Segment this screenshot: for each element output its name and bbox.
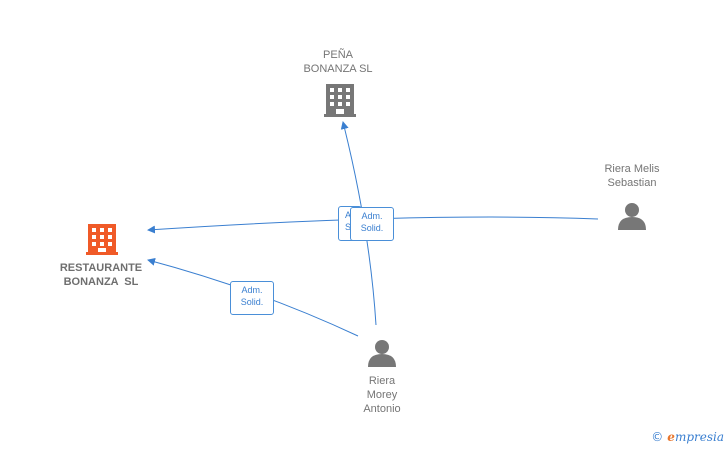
riera-morey-line3: Antonio xyxy=(363,403,401,415)
edge-badge-line1: Adm. xyxy=(241,285,263,295)
restaurante-line2: BONANZA SL xyxy=(63,276,139,288)
node-label-restaurante[interactable]: RESTAURANTE BONANZA SL xyxy=(46,261,156,289)
riera-morey-line1: Riera xyxy=(368,375,396,387)
edge-melis-to-restaurante xyxy=(147,216,599,234)
node-label-pena[interactable]: PEÑA BONANZA SL xyxy=(288,48,388,76)
building-icon-pena xyxy=(324,84,356,117)
restaurante-line1: RESTAURANTE xyxy=(59,262,143,274)
empresia-watermark: ©empresia xyxy=(651,430,724,444)
edge-badge-line2: Solid. xyxy=(360,223,384,233)
pena-line2: BONANZA SL xyxy=(303,63,373,75)
copyright-symbol: © xyxy=(651,430,664,444)
edge-badge-line1: Adm. xyxy=(361,211,383,221)
empresia-logo-initial: e xyxy=(667,430,675,444)
edge-badge-partial-line1: A xyxy=(345,210,352,220)
riera-melis-line2: Sebastian xyxy=(607,177,657,189)
person-icon-riera-melis xyxy=(618,203,646,230)
edge-badge-line2: Solid. xyxy=(240,297,264,307)
pena-line1: PEÑA xyxy=(323,49,353,61)
empresia-logo-text: mpresia xyxy=(674,430,724,444)
riera-melis-line1: Riera Melis xyxy=(604,163,660,175)
person-icon-riera-morey xyxy=(368,340,396,367)
edge-badge-morey-restaurante[interactable]: Adm. Solid. xyxy=(230,281,274,315)
riera-morey-line2: Morey xyxy=(366,389,398,401)
node-label-riera-morey[interactable]: Riera Morey Antonio xyxy=(342,374,422,416)
edge-badge-melis-restaurante[interactable]: Adm. Solid. xyxy=(350,207,394,241)
edge-badge-partial-line2: S xyxy=(345,222,352,232)
node-label-riera-melis[interactable]: Riera Melis Sebastian xyxy=(582,162,682,190)
building-icon-restaurante xyxy=(86,224,118,255)
